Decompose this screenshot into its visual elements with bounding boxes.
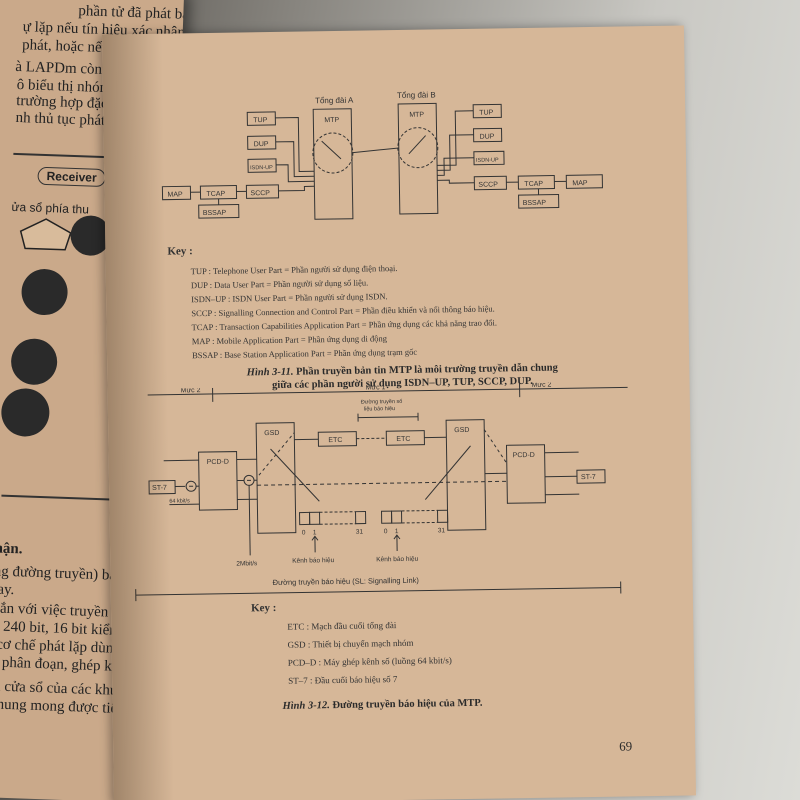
key-3-12-title: Key : (250, 601, 277, 615)
sccp-a-label: SCCP (250, 190, 270, 197)
tup-a-label: TUP (253, 117, 267, 124)
mtp-b-label: MTP (409, 112, 424, 119)
key-3-11-title: Key : (167, 245, 193, 258)
key-3-12-item: ST–7 : Đầu cuối báo hiệu số 7 (288, 674, 398, 686)
exchange-b-label: Tổng đài B (397, 90, 436, 100)
tup-b-label: TUP (479, 109, 493, 116)
figure-3-12-diagram: Mức 2 Mức 1 Mức 2 Đường truyền số liệu b… (135, 382, 628, 602)
sccp-b-label: SCCP (478, 181, 498, 188)
page-number: 69 (619, 738, 633, 754)
signalling-channel-right: Kênh báo hiệu (376, 556, 418, 564)
receiver-label: Receiver (37, 166, 106, 188)
key-3-12-item: PCD–D : Máy ghép kênh số (luồng 64 kbit/… (287, 655, 452, 668)
gsd-left-label: GSD (264, 430, 279, 437)
figure-3-12-caption: Hình 3-12. Đường truyền báo hiệu của MTP… (282, 697, 482, 713)
map-a-label: MAP (167, 191, 183, 198)
figure-3-12-caption-text: Đường truyền báo hiệu của MTP. (332, 697, 483, 712)
window-sector-icon (19, 218, 72, 251)
slot-0-left: 0 (302, 529, 306, 536)
figure-3-11-diagram: Tổng đài A Tổng đài B MTP MTP TUP DUP IS… (161, 90, 603, 220)
figure-3-12-label: Hình 3-12. (282, 700, 330, 712)
figure-3-11-label: Hình 3-11. (246, 366, 294, 379)
tcap-b-label: TCAP (524, 181, 543, 188)
bssap-a-label: BSSAP (203, 210, 227, 217)
key-3-11-item: BSSAP : Base Station Application Part = … (191, 346, 418, 361)
slot-31-left: 31 (356, 529, 364, 536)
left-page: phần tử đã phát bản tin ự lặp nếu tín hi… (0, 0, 185, 800)
slot-1-right: 1 (395, 528, 399, 535)
bssap-b-label: BSSAP (523, 200, 547, 207)
pcd-d-left-label: PCD-D (207, 459, 229, 466)
pcd-d-right-label: PCD-D (513, 452, 535, 459)
signalling-bits-label-2: liệu báo hiệu (364, 406, 395, 412)
rate-64-label: 64 kbit/s (169, 498, 190, 504)
exchange-a-label: Tổng đài A (315, 96, 354, 106)
gsd-right-label: GSD (454, 427, 469, 434)
book-page: Tổng đài A Tổng đài B MTP MTP TUP DUP IS… (101, 25, 697, 800)
etc-right-label: ETC (396, 436, 410, 443)
etc-left-label: ETC (328, 437, 342, 444)
isdn-up-b-label: ISDN-UP (476, 157, 499, 163)
tcap-a-label: TCAP (206, 191, 225, 198)
isdn-up-a-label: ISDN-UP (250, 165, 273, 171)
key-3-12-item: GSD : Thiết bị chuyển mạch nhóm (287, 637, 414, 650)
signalling-bits-label-1: Đường truyền số (361, 399, 403, 406)
dup-b-label: DUP (480, 133, 495, 140)
slot-1-left: 1 (313, 529, 317, 536)
slot-0-right: 0 (384, 528, 388, 535)
level2-right-label: Mức 2 (531, 382, 551, 389)
level1-label: Mức 1 (366, 384, 386, 391)
left-text-line: hận. (0, 540, 23, 558)
rate-2m-label: 2Mbit/s (236, 560, 258, 567)
slot-31-right: 31 (438, 527, 446, 534)
dup-a-label: DUP (254, 141, 269, 148)
left-text-line: khung mong được tiếp (0, 696, 125, 718)
st7-left-label: ST-7 (152, 485, 167, 492)
signalling-channel-left: Kênh báo hiệu (292, 557, 334, 565)
signalling-link-label: Đường truyền báo hiệu (SL: Signalling Li… (273, 576, 420, 587)
left-text-line: tay. (0, 581, 15, 599)
mtp-a-label: MTP (324, 117, 339, 124)
st7-right-label: ST-7 (581, 474, 596, 481)
key-3-12-item: ETC : Mạch đầu cuối tổng đài (287, 620, 397, 632)
level2-left-label: Mức 2 (181, 387, 201, 394)
map-b-label: MAP (572, 180, 588, 187)
